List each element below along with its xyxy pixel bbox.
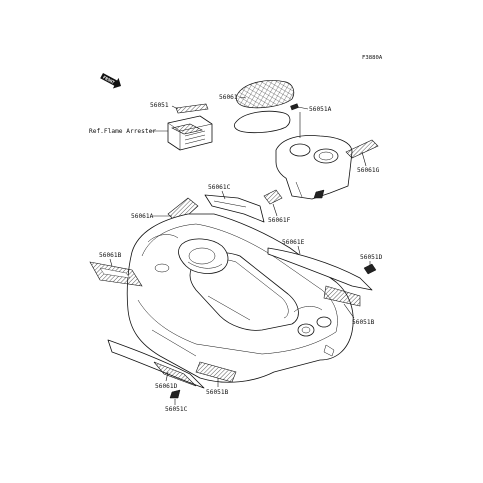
emblem-56051c [169, 389, 181, 399]
figure-code: F3880A [362, 55, 383, 61]
hull-body [126, 213, 354, 383]
label-56051b-right: 56051B [352, 319, 375, 326]
decal-56061d [107, 339, 205, 389]
label-56061g: 56061G [357, 167, 380, 174]
emblem-56051b-bottom [195, 361, 237, 383]
label-56061e: 56061E [282, 239, 305, 246]
label-56051: 56051 [150, 102, 169, 109]
label-56061a: 56061A [131, 213, 154, 220]
label-56051d: 56051D [360, 254, 383, 261]
decal-56061c [204, 194, 265, 223]
label-56061-top: 56061 [219, 94, 238, 101]
flame-arrester-box [167, 115, 213, 151]
decal-56061f [263, 189, 283, 205]
label-ref-flame-arrester: Ref.Flame Arrester [89, 128, 156, 135]
label-56061b: 56061B [99, 252, 122, 259]
front-badge-text: FRONT [102, 75, 116, 86]
console-hood [275, 135, 353, 200]
decal-56061g [345, 139, 379, 159]
decal-56051 [175, 103, 209, 114]
label-56051b-bottom: 56051B [206, 389, 229, 396]
label-56061c: 56061C [208, 184, 231, 191]
emblem-56051d [363, 263, 377, 275]
seat-pad [233, 110, 291, 134]
emblem-56051a [290, 103, 299, 111]
decal-56061b [89, 261, 143, 287]
front-arrow-icon: FRONT [100, 73, 122, 89]
label-56051c: 56051C [165, 406, 188, 413]
label-56061f: 56061F [268, 217, 291, 224]
label-56051a: 56051A [309, 106, 332, 113]
label-56061d: 56061D [155, 383, 178, 390]
seat-decal-56061 [235, 80, 295, 109]
decal-56061e [267, 247, 373, 307]
